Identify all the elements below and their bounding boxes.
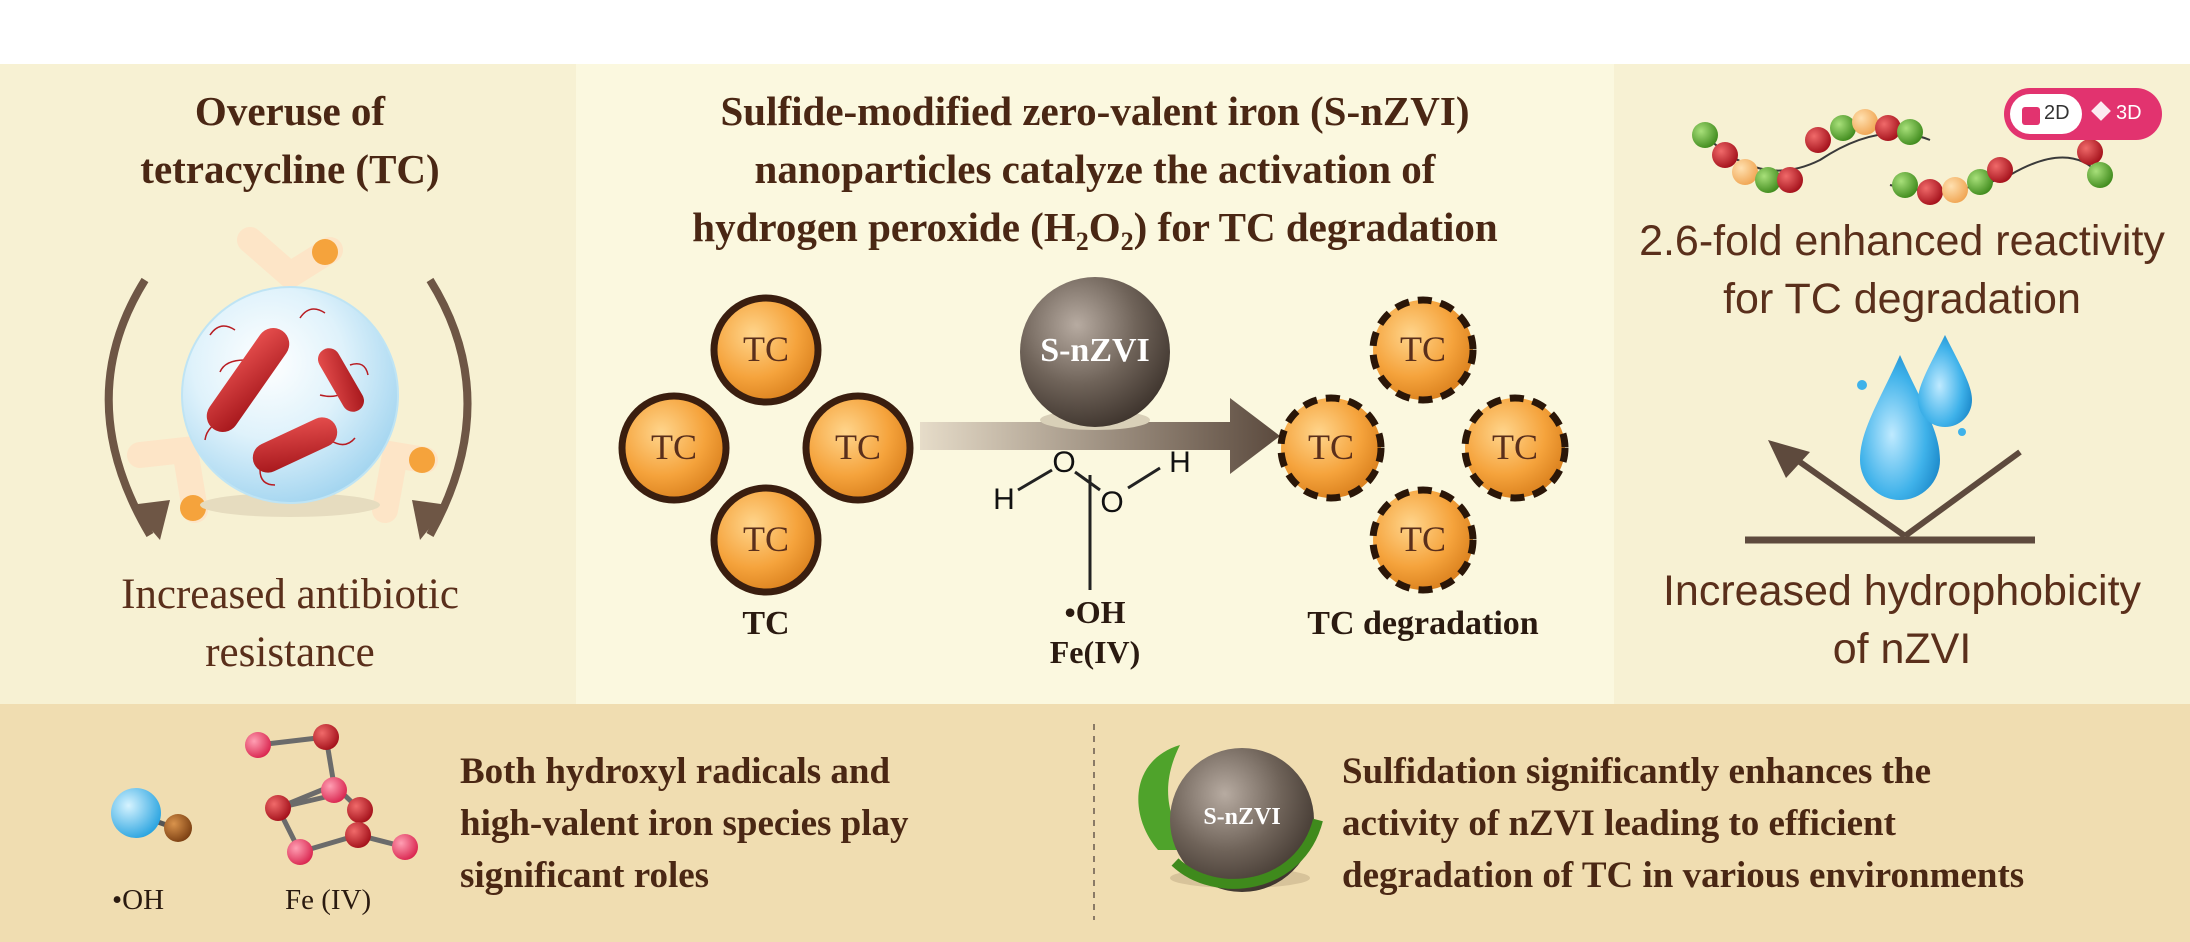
bubble-shadow xyxy=(200,493,380,517)
middle-title-line3: hydrogen peroxide (H2O2) for TC degradat… xyxy=(600,198,1590,271)
h2o2-h-left: H xyxy=(993,483,1015,516)
tc-deg-label-bottom: TC xyxy=(1399,519,1446,559)
tc-deg-label-right: TC xyxy=(1491,427,1538,467)
tc-deg-label-top: TC xyxy=(1399,329,1446,369)
middle-title-line1: Sulfide-modified zero-valent iron (S-nZV… xyxy=(720,88,1470,134)
reactivity-caption-line1: 2.6-fold enhanced reactivity xyxy=(1639,217,2165,265)
toggle-2d-label: 2D xyxy=(2044,102,2070,124)
h2o2-structure xyxy=(1017,466,1161,590)
title-h2o2-sub2: 2 xyxy=(1120,227,1134,257)
bottom-right-line3: degradation of TC in various environment… xyxy=(1342,855,2025,896)
tc-label-top: TC xyxy=(742,329,789,369)
title-h2o2-post: ) for TC degradation xyxy=(1133,204,1498,250)
middle-title: Sulfide-modified zero-valent iron (S-nZV… xyxy=(600,82,1590,271)
tc-label-bottom: TC xyxy=(742,519,789,559)
oh-label: •OH xyxy=(1064,594,1126,630)
bottom-right-line1: Sulfidation significantly enhances the xyxy=(1342,751,1932,792)
toggle-3d-label[interactable]: 3D xyxy=(2116,102,2142,124)
bottom-left-line2: high-valent iron species play xyxy=(460,803,909,844)
tc-label-right: TC xyxy=(834,427,881,467)
reactivity-caption-line2: for TC degradation xyxy=(1723,275,2081,323)
iron-species-icon xyxy=(245,724,418,865)
cycle-arrow-left xyxy=(104,277,154,538)
tc-label-left: TC xyxy=(650,427,697,467)
hydrophobicity-caption-line1: Increased hydrophobicity xyxy=(1662,567,2142,615)
tc-deg-label-left: TC xyxy=(1307,427,1354,467)
snzvi-label: S-nZVI xyxy=(1040,332,1150,369)
bacteria-icon xyxy=(204,308,369,486)
title-h2o2-sub1: 2 xyxy=(1075,227,1089,257)
antibiotic-pill-icon-top xyxy=(237,227,343,292)
square-icon xyxy=(2022,107,2040,125)
bottom-fe-label: Fe (IV) xyxy=(285,884,372,916)
antibiotic-pill-icon-right xyxy=(372,440,438,523)
h2o2-o-left: O xyxy=(1052,446,1076,479)
bacteria-bubble xyxy=(181,286,399,504)
bottom-left-text: Both hydroxyl radicals and high-valent i… xyxy=(460,746,909,902)
tc-degradation-caption: TC degradation xyxy=(1307,605,1539,642)
title-h2o2-mid: O xyxy=(1088,204,1121,250)
molecular-chain-icon xyxy=(1692,109,2113,205)
tc-degraded-cluster xyxy=(1277,296,1569,594)
left-caption: Increased antibiotic resistance xyxy=(40,566,540,682)
tc-caption: TC xyxy=(742,605,790,642)
hydroxyl-radical-icon xyxy=(111,788,192,842)
snzvi-particle xyxy=(1020,277,1170,427)
h2o2-h-right: H xyxy=(1169,446,1191,479)
cycle-arrow-right xyxy=(426,277,472,537)
bottom-right-line2: activity of nZVI leading to efficient xyxy=(1342,803,1896,844)
bottom-right-text: Sulfidation significantly enhances the a… xyxy=(1342,746,2024,902)
middle-title-line2: nanoparticles catalyze the activation of xyxy=(754,146,1436,192)
bottom-left-line3: significant roles xyxy=(460,855,710,896)
bottom-left-line1: Both hydroxyl radicals and xyxy=(460,751,891,792)
snzvi-leaf-icon xyxy=(1138,745,1323,892)
fe-label: Fe(IV) xyxy=(1049,634,1141,670)
reaction-arrow xyxy=(920,398,1280,474)
water-droplet-icon xyxy=(1857,335,1972,500)
left-caption-line2: resistance xyxy=(205,629,375,676)
bottom-snzvi-label: S-nZVI xyxy=(1203,804,1281,830)
contact-angle-icon xyxy=(1745,440,2035,544)
view-toggle[interactable]: 2D 3D xyxy=(2004,88,2162,140)
hydrophobicity-caption: Increased hydrophobicity of nZVI xyxy=(1614,562,2190,678)
tc-molecule-cluster xyxy=(618,294,914,596)
title-h2o2-pre: hydrogen peroxide (H xyxy=(692,204,1076,250)
toggle-2d-option[interactable]: 2D xyxy=(2010,94,2082,134)
cube-icon xyxy=(2091,101,2111,121)
h2o2-o-right: O xyxy=(1100,486,1124,519)
left-caption-line1: Increased antibiotic xyxy=(121,571,459,618)
reactivity-caption: 2.6-fold enhanced reactivity for TC degr… xyxy=(1614,212,2190,328)
left-title-line1: Overuse of xyxy=(194,88,386,134)
bottom-oh-label: •OH xyxy=(112,884,165,916)
hydrophobicity-caption-line2: of nZVI xyxy=(1832,625,1972,673)
antibiotic-pill-icon-left xyxy=(127,435,208,523)
left-title-line2: tetracycline (TC) xyxy=(140,146,440,192)
left-title: Overuse of tetracycline (TC) xyxy=(40,82,540,198)
